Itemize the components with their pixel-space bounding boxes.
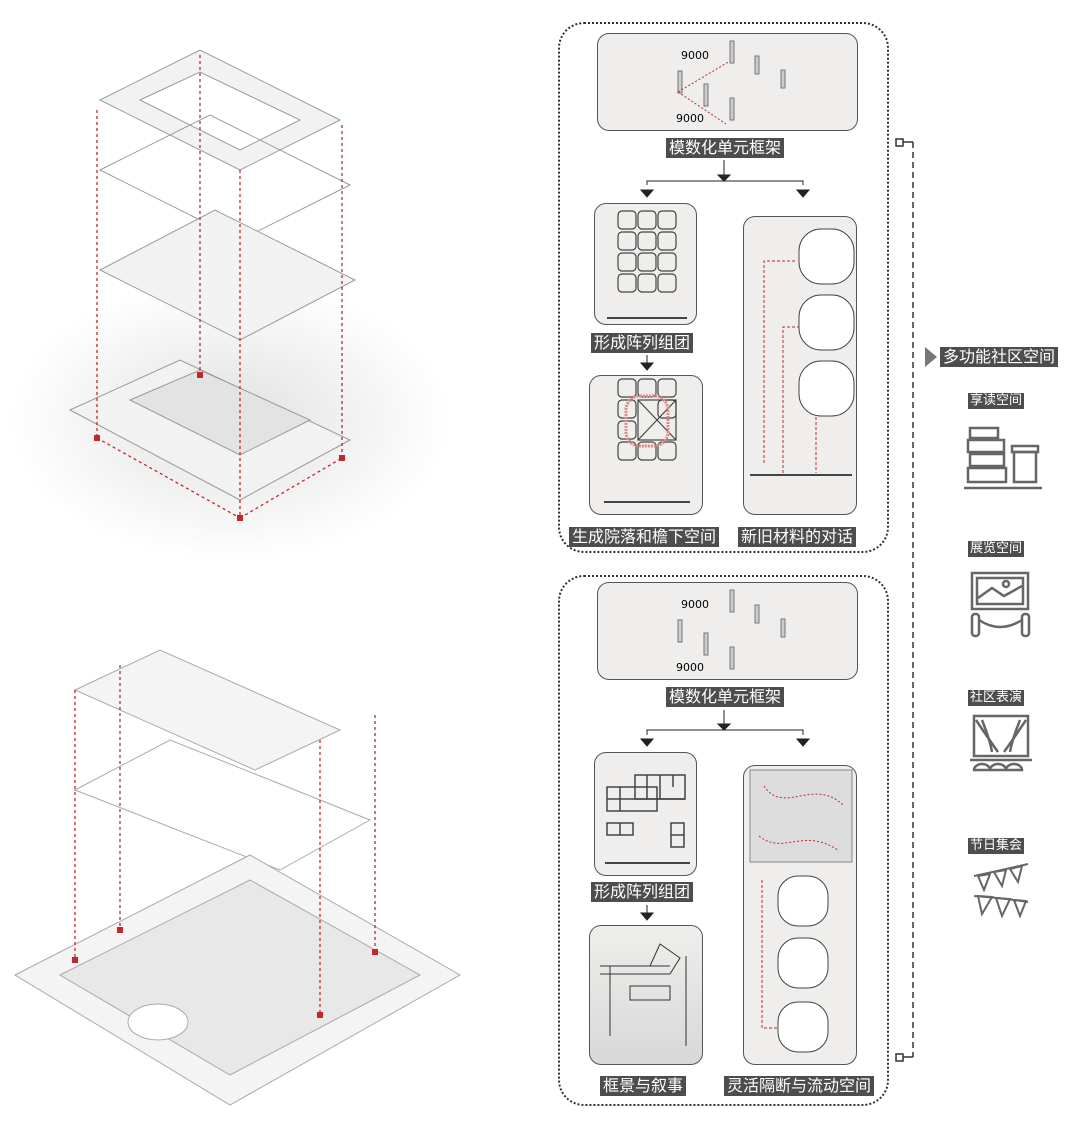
axonometric-exploded-top <box>10 49 450 560</box>
materials-dialogue-diagram <box>743 216 857 515</box>
dimension-label: 9000 <box>681 598 709 611</box>
array-cluster-diagram <box>594 752 697 876</box>
bunting-flags-icon <box>973 863 1029 919</box>
module-frame-diagram-top: 9000 9000 <box>597 33 858 131</box>
module-frame-label: 模数化单元框架 <box>666 138 785 158</box>
array-cluster-label: 形成阵列组团 <box>591 882 694 902</box>
array-cluster-diagram <box>594 203 697 325</box>
courtyard-label: 生成院落和檐下空间 <box>569 527 720 547</box>
framed-view-label: 框景与叙事 <box>600 1076 687 1096</box>
top-process-panel <box>558 22 889 553</box>
books-coffee-icon <box>964 426 1042 490</box>
flexible-partition-label: 灵活隔断与流动空间 <box>724 1076 875 1096</box>
framed-view-diagram <box>589 925 703 1065</box>
axonometric-exploded-bottom <box>13 649 462 1106</box>
dimension-label: 9000 <box>676 661 704 674</box>
functions-title: 多功能社区空间 <box>940 347 1059 367</box>
function-label-performance: 社区表演 <box>968 690 1025 706</box>
dimension-label: 9000 <box>676 112 704 125</box>
flexible-partition-diagram <box>743 765 857 1065</box>
exhibition-frame-icon <box>970 571 1031 638</box>
function-label-festival: 节日集会 <box>968 838 1025 854</box>
function-label-reading: 享读空间 <box>968 393 1025 409</box>
bottom-process-panel <box>558 575 889 1106</box>
stage-curtain-icon <box>970 714 1032 772</box>
courtyard-diagram <box>589 375 703 515</box>
function-label-exhibition: 展览空间 <box>968 541 1025 557</box>
module-frame-label: 模数化单元框架 <box>666 687 785 707</box>
array-cluster-label: 形成阵列组团 <box>591 333 694 353</box>
module-frame-diagram-bottom: 9000 9000 <box>597 582 858 680</box>
materials-dialogue-label: 新旧材料的对话 <box>738 527 857 547</box>
dimension-label: 9000 <box>681 49 709 62</box>
